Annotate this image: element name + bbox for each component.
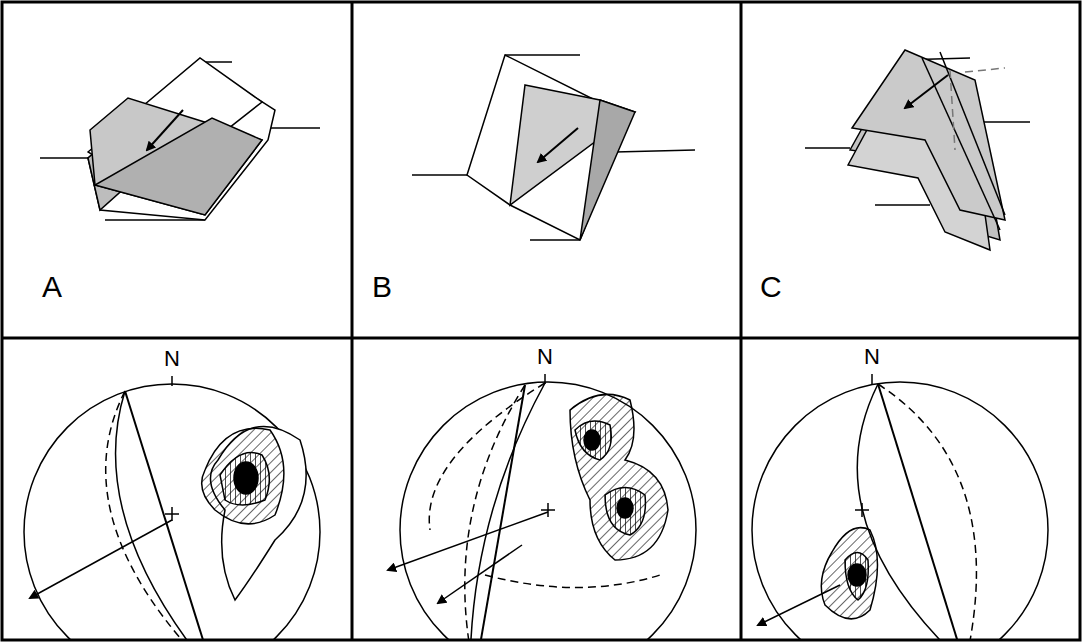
panel-letter: B bbox=[372, 272, 392, 302]
panel-letter: A bbox=[42, 272, 62, 302]
fold-block-c bbox=[805, 50, 1030, 250]
fold-block-a bbox=[40, 58, 320, 220]
stereonet-c bbox=[752, 374, 1048, 640]
fold-block-b bbox=[412, 55, 695, 240]
stereonet-b bbox=[388, 374, 696, 640]
panel-letter: C bbox=[760, 272, 782, 302]
north-label: N bbox=[537, 346, 553, 368]
stereonet-a bbox=[24, 376, 320, 640]
north-label: N bbox=[164, 348, 180, 370]
north-label: N bbox=[864, 346, 880, 368]
